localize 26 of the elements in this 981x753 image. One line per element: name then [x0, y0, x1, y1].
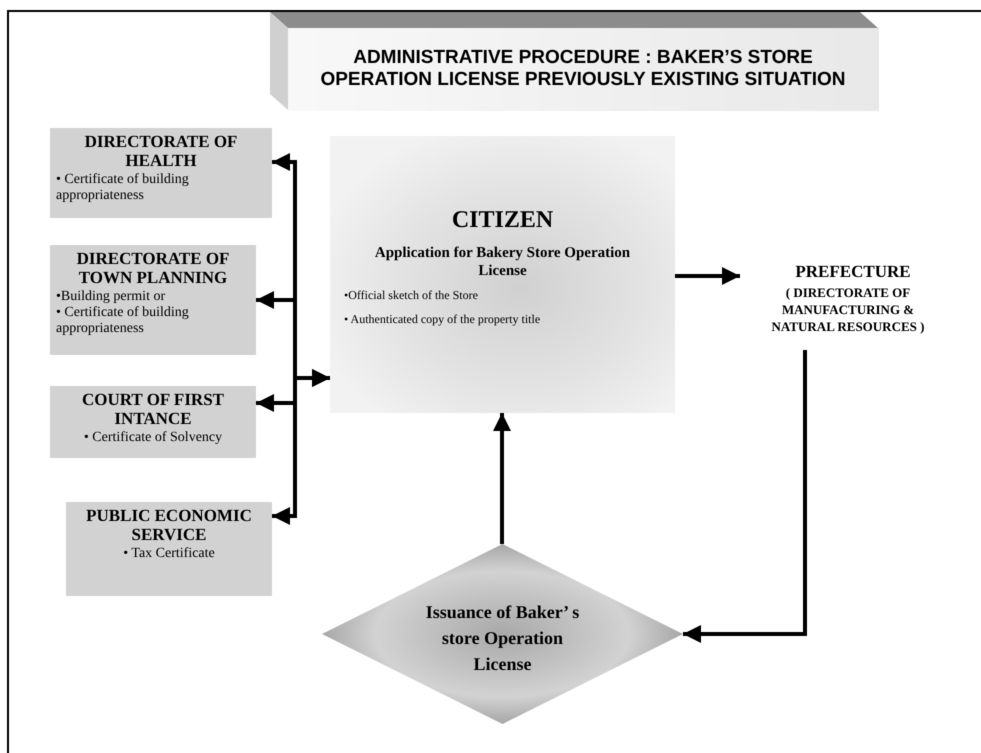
requirement: •Official sketch of the Store — [344, 288, 479, 302]
requirement: • Certificate of building appropriateness — [56, 305, 190, 337]
arrow — [493, 413, 511, 544]
diagram-title: ADMINISTRATIVE PROCEDURE : BAKER’S STORE OPERATION LICENSE PREVIOUSLY EXISTING SITUATION — [319, 47, 847, 91]
node-subtitle: ( DIRECTORATE OF MANUFACTURING & NATURAL RESOURCES ) — [770, 284, 926, 335]
agency-name: DIRECTORATE OF TOWN PLANNING — [76, 249, 230, 287]
agency-name: COURT OF FIRST INTANCE — [80, 390, 226, 428]
diamond-label: Issuance of Baker’ s store Operation License — [424, 601, 580, 676]
requirement: • Certificate of Solvency — [82, 430, 224, 446]
agency-box — [50, 128, 272, 218]
node-heading: PREFECTURE — [794, 262, 912, 282]
agency-box — [50, 386, 256, 458]
requirement: • Certificate of building appropriateness — [56, 172, 190, 204]
agency-name: DIRECTORATE OF HEALTH — [84, 132, 238, 170]
agency-box — [50, 245, 256, 355]
agency-box — [66, 502, 272, 596]
requirement: • Tax Certificate — [122, 546, 216, 562]
node-heading: CITIZEN — [450, 206, 554, 234]
applicant-box — [330, 136, 675, 413]
arrow — [683, 350, 807, 643]
arrow — [675, 267, 740, 285]
arrow — [272, 369, 330, 525]
requirement: •Building permit or — [56, 289, 166, 305]
requirement: • Authenticated copy of the property title — [344, 312, 542, 326]
application-title: Application for Bakery Store Operation License — [374, 244, 632, 280]
agency-name: PUBLIC ECONOMIC SERVICE — [85, 506, 253, 544]
